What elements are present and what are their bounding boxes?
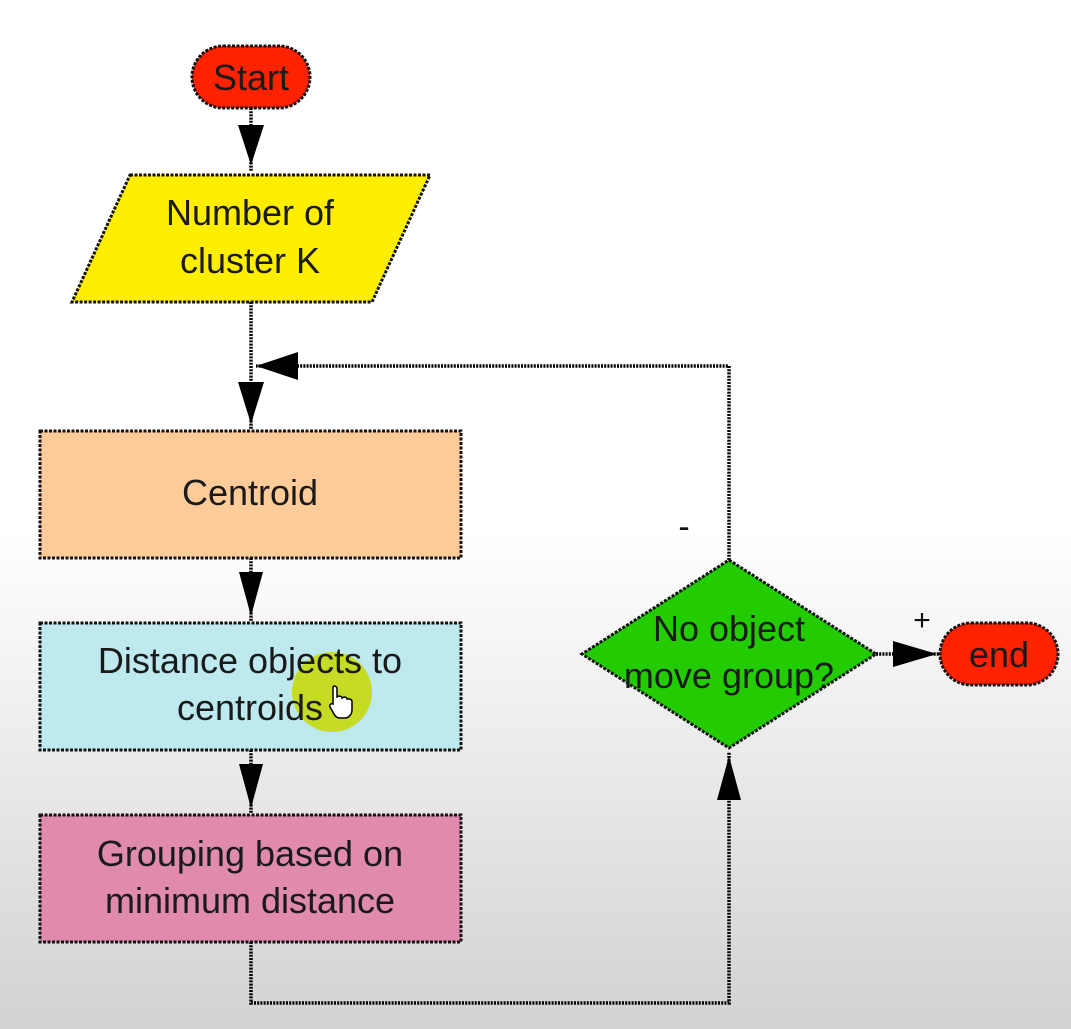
distance-process-shape bbox=[38, 621, 463, 752]
decision-label-line-1: No object bbox=[653, 608, 805, 649]
input-node[interactable]: Number of cluster K bbox=[69, 173, 433, 304]
arrowhead-right-icon bbox=[893, 641, 937, 667]
start-label: Start bbox=[213, 57, 289, 98]
no-branch-label: - bbox=[678, 508, 689, 546]
edge-decision-centroid bbox=[256, 364, 731, 560]
end-terminator-shape bbox=[938, 621, 1060, 687]
distance-node[interactable]: Distance objects to centroids bbox=[38, 621, 463, 752]
input-label-line-2: cluster K bbox=[180, 240, 320, 281]
start-terminator-shape bbox=[190, 44, 312, 110]
arrowhead-up-icon bbox=[717, 756, 741, 800]
yes-branch-label: + bbox=[913, 604, 931, 637]
arrowhead-down-icon bbox=[239, 572, 263, 616]
grouping-label-line-1: Grouping based on bbox=[97, 833, 403, 874]
decision-label-line-2: move group? bbox=[624, 655, 834, 696]
centroid-label: Centroid bbox=[182, 472, 318, 513]
input-label-line-1: Number of bbox=[166, 192, 335, 233]
arrowhead-down-icon bbox=[239, 764, 263, 808]
connectors bbox=[238, 108, 940, 1005]
distance-label-line-2: centroids bbox=[177, 687, 323, 728]
grouping-label-line-2: minimum distance bbox=[105, 880, 395, 921]
centroid-process-shape bbox=[38, 429, 463, 560]
edge-grouping-decision bbox=[249, 752, 731, 1005]
decision-diamond-shape bbox=[579, 558, 879, 750]
grouping-node[interactable]: Grouping based on minimum distance bbox=[38, 813, 463, 944]
distance-label-line-1: Distance objects to bbox=[98, 640, 402, 681]
hand-pointer-cursor-icon bbox=[329, 685, 353, 719]
centroid-node[interactable]: Centroid bbox=[38, 429, 463, 560]
end-node[interactable]: end bbox=[938, 621, 1060, 687]
arrowhead-left-icon bbox=[256, 352, 298, 380]
input-parallelogram-shape bbox=[69, 173, 433, 304]
start-node[interactable]: Start bbox=[190, 44, 312, 110]
arrowhead-down-icon bbox=[238, 125, 264, 165]
decision-node[interactable]: No object move group? bbox=[579, 558, 879, 750]
arrowhead-down-icon bbox=[238, 382, 264, 424]
end-label: end bbox=[969, 634, 1029, 675]
grouping-process-shape bbox=[38, 813, 463, 944]
